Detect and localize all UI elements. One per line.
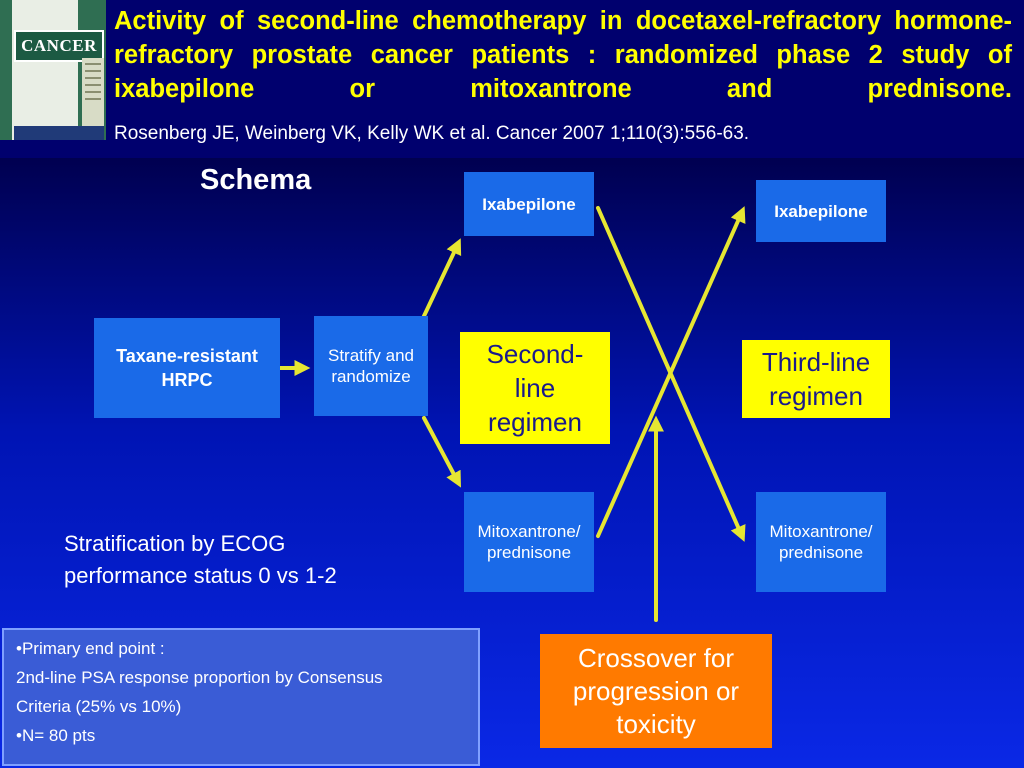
arrow-stratify-to-mitoxantrone <box>422 416 462 488</box>
endpoint-line-4: •N= 80 pts <box>16 726 96 745</box>
cover-page <box>12 0 78 140</box>
node-ixabepilone-third-line: Ixabepilone <box>756 180 886 242</box>
node-crossover: Crossover for progression or toxicity <box>540 634 772 748</box>
journal-cover-title: CANCER <box>14 30 104 62</box>
endpoint-line-2: 2nd-line PSA response proportion by Cons… <box>16 668 383 687</box>
endpoint-line-3: Criteria (25% vs 10%) <box>16 697 182 716</box>
article-citation: Rosenberg JE, Weinberg VK, Kelly WK et a… <box>114 123 750 144</box>
cover-contents-strip <box>82 58 104 128</box>
endpoint-line-1: •Primary end point : <box>16 639 165 658</box>
node-third-line-regimen: Third-line regimen <box>742 340 890 418</box>
arrow-mitoxantrone-to-ixabepilone-crossover <box>596 206 746 538</box>
primary-endpoint-box: •Primary end point : 2nd-line PSA respon… <box>2 628 480 766</box>
arrow-stratify-to-ixabepilone <box>422 238 462 318</box>
article-title: Activity of second-line chemotherapy in … <box>114 7 1012 103</box>
node-taxane-resistant-hrpc: Taxane-resistant HRPC <box>94 318 280 418</box>
slide-header <box>0 0 1024 158</box>
stratification-note: Stratification by ECOG performance statu… <box>64 531 337 588</box>
node-second-line-regimen: Second- line regimen <box>460 332 610 444</box>
journal-cover-image: CANCER <box>0 0 106 140</box>
node-mitoxantrone-second-line: Mitoxantrone/ prednisone <box>464 492 594 592</box>
node-mitoxantrone-third-line: Mitoxantrone/ prednisone <box>756 492 886 592</box>
cover-footer-bar <box>14 126 104 140</box>
schema-heading: Schema <box>200 164 312 196</box>
node-stratify-randomize: Stratify and randomize <box>314 316 428 416</box>
node-ixabepilone-second-line: Ixabepilone <box>464 172 594 236</box>
